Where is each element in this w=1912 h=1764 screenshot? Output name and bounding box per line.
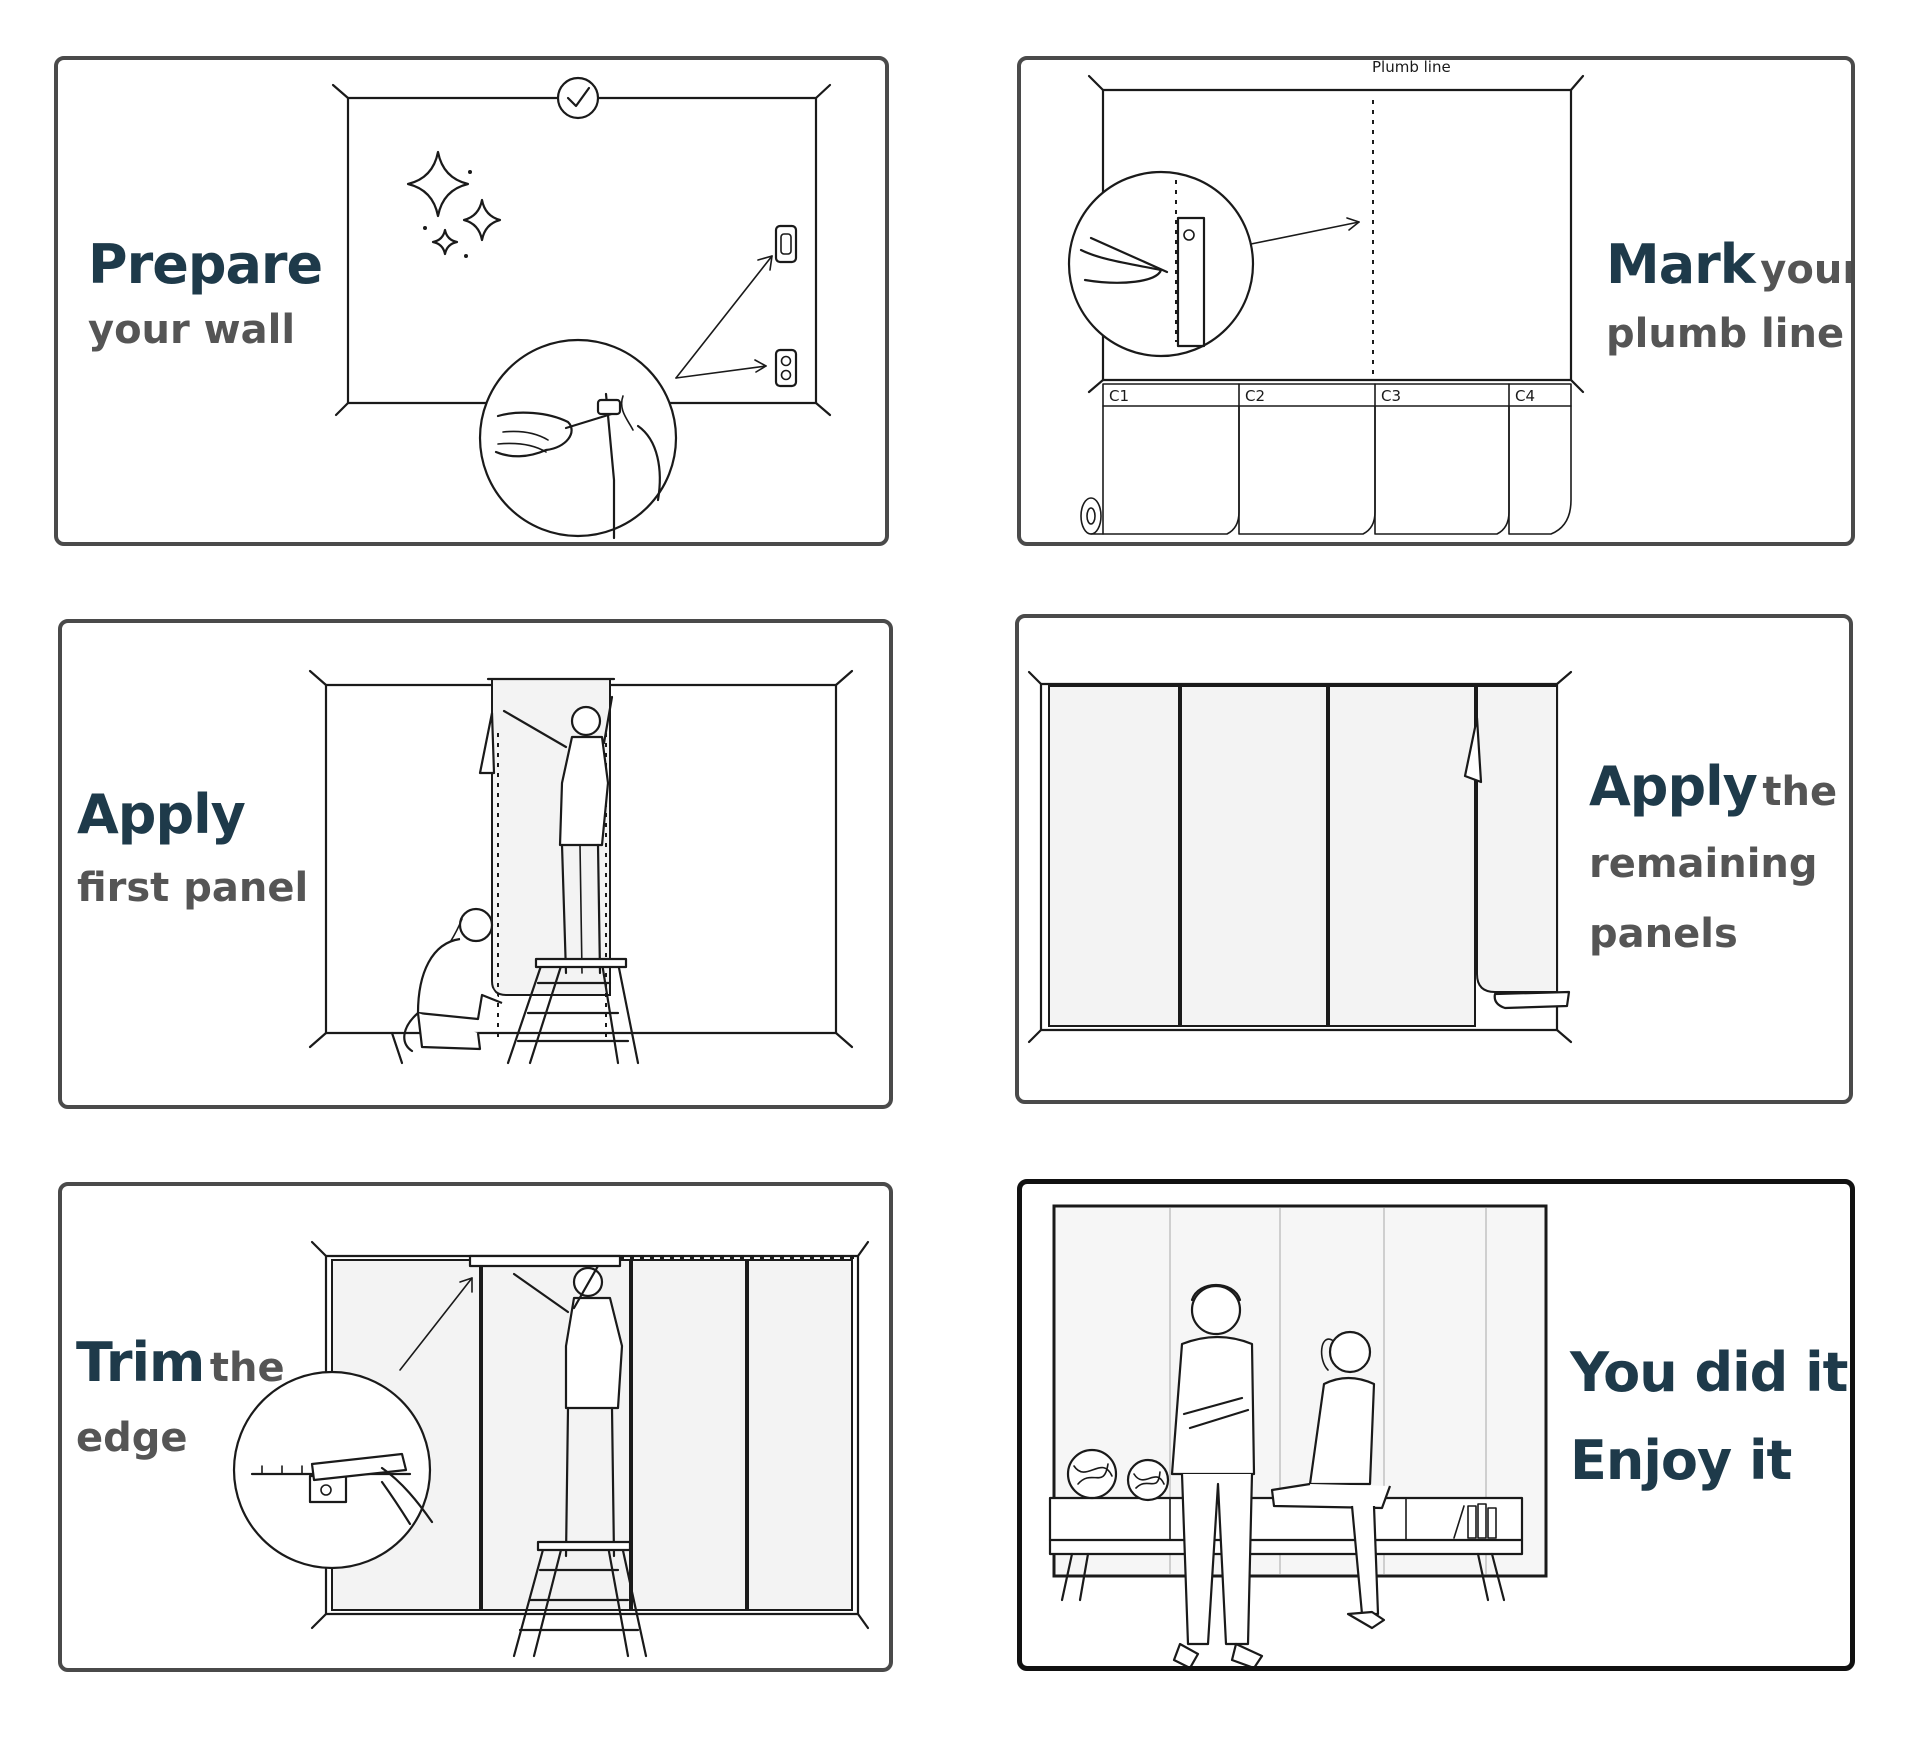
ladder-icon bbox=[506, 957, 640, 1065]
pencil-icon bbox=[1079, 236, 1169, 284]
apply-remaining-panels-illustration bbox=[1027, 670, 1573, 1044]
decorative-ball-icon bbox=[1066, 1448, 1170, 1502]
step-title-block: Prepare your wall bbox=[88, 233, 323, 353]
light-switch-icon bbox=[774, 224, 798, 264]
step-title-block: Apply first panel bbox=[77, 783, 309, 911]
sitting-person bbox=[1270, 1330, 1392, 1630]
step-title-block: Trim the edge bbox=[76, 1336, 285, 1461]
prepare-wall-illustration bbox=[331, 76, 832, 540]
step-card-apply-remaining-panels: Apply the remaining panels bbox=[1015, 614, 1853, 1104]
trim-edge-illustration bbox=[232, 1240, 870, 1658]
finish-line-1: You did it bbox=[1570, 1341, 1848, 1404]
step-title-block: Apply the remaining panels bbox=[1589, 760, 1838, 957]
plumb-line-illustration: Plumb line C1 C2 C3 C4 bbox=[1067, 60, 1585, 535]
sideboard-icon bbox=[1048, 1496, 1524, 1602]
finish-line-2: Enjoy it bbox=[1570, 1429, 1792, 1492]
wallpaper-panel bbox=[1180, 685, 1328, 1027]
step-title-suffix: the bbox=[209, 1345, 285, 1391]
wallpaper-panel bbox=[747, 1259, 853, 1611]
step-subtitle-line-2: panels bbox=[1589, 911, 1738, 957]
step-subtitle: first panel bbox=[77, 865, 309, 911]
step-card-finished: You did it Enjoy it bbox=[1017, 1179, 1855, 1671]
step-card-mark-plumb-line: Plumb line C1 C2 C3 C4 bbox=[1017, 56, 1855, 546]
step-title: Apply bbox=[77, 783, 246, 846]
step-card-apply-first-panel: Apply first panel bbox=[58, 619, 893, 1109]
step-subtitle-line-1: remaining bbox=[1589, 841, 1818, 887]
step-title-suffix: your bbox=[1760, 247, 1855, 293]
power-outlet-icon bbox=[774, 348, 798, 388]
wallpaper-panel bbox=[1048, 685, 1180, 1027]
standing-person bbox=[1170, 1284, 1264, 1666]
step-title-block: You did it Enjoy it bbox=[1570, 1341, 1848, 1492]
column-label-c1: C1 bbox=[1109, 387, 1129, 405]
wallpaper-panel bbox=[1328, 685, 1476, 1027]
step-title-suffix: the bbox=[1762, 769, 1838, 815]
check-circle-icon bbox=[556, 76, 600, 120]
column-header-strip bbox=[1102, 383, 1572, 407]
step-title: Prepare bbox=[88, 233, 323, 296]
level-ruler-icon bbox=[1175, 180, 1206, 348]
step-subtitle: edge bbox=[76, 1415, 188, 1461]
step-card-trim-edge: Trim the edge bbox=[58, 1182, 893, 1672]
step-title: Apply bbox=[1589, 755, 1758, 818]
plumb-line-label: Plumb line bbox=[1372, 60, 1451, 76]
step-title-block: Mark your plumb line bbox=[1606, 238, 1855, 357]
kneeling-person bbox=[390, 907, 503, 1065]
step-title: Mark bbox=[1606, 233, 1756, 296]
step-subtitle: your wall bbox=[88, 307, 296, 353]
books-icon bbox=[1453, 1503, 1497, 1539]
column-label-c3: C3 bbox=[1381, 387, 1401, 405]
wallpaper-panel bbox=[1476, 685, 1558, 993]
column-label-c4: C4 bbox=[1515, 387, 1535, 405]
step-card-prepare-wall: Prepare your wall bbox=[54, 56, 889, 546]
person-on-ladder bbox=[502, 695, 614, 975]
wallpaper-panel bbox=[631, 1259, 747, 1611]
apply-first-panel-illustration bbox=[308, 669, 854, 1065]
step-title: Trim bbox=[76, 1331, 205, 1394]
person-on-ladder bbox=[512, 1264, 624, 1558]
step-subtitle: plumb line bbox=[1606, 311, 1845, 357]
finished-room-illustration bbox=[1048, 1204, 1548, 1666]
sparkle-icon bbox=[406, 150, 502, 258]
column-label-c2: C2 bbox=[1245, 387, 1265, 405]
screwdriver-icon bbox=[478, 338, 678, 540]
utility-knife-icon bbox=[250, 1452, 434, 1526]
ladder-icon bbox=[512, 1540, 648, 1658]
wallpaper-roll-icon bbox=[1080, 497, 1104, 535]
